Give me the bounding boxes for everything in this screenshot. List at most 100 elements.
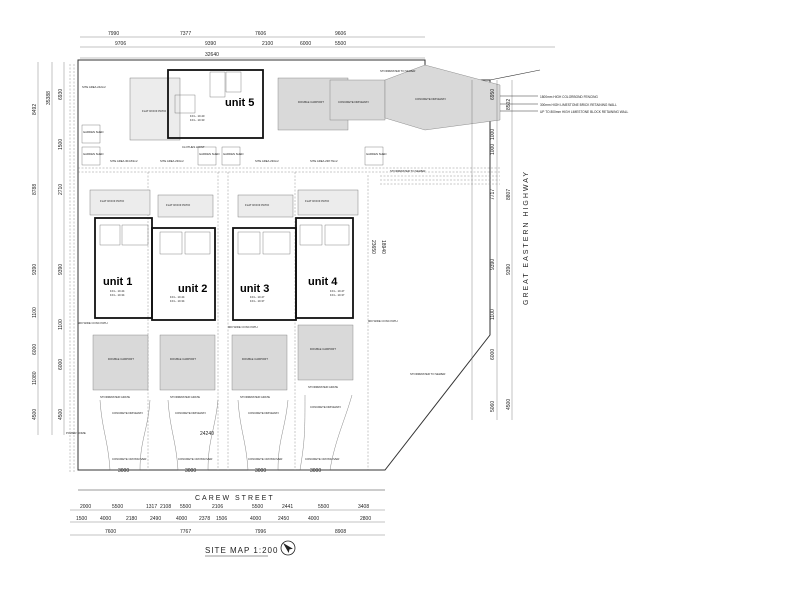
dim-b1-7: 5500 [252, 504, 263, 510]
north-arrow-icon [280, 540, 296, 556]
dim-left-2: 8788 [32, 184, 38, 195]
legend-3: UP TO 800mm HIGH LIMESTONE BLOCK RETAINI… [540, 110, 629, 114]
shed-1-label: GARDEN SHED [83, 130, 104, 134]
dim-top2-2: 9390 [205, 41, 216, 47]
dim-b3-1: 7600 [105, 529, 116, 535]
dim-b2-7: 1506 [216, 516, 227, 522]
site-area-4: SITE AREA 238.76m2 [310, 159, 338, 163]
dim-left-7: 4500 [32, 409, 38, 420]
dim-b3-3: 7996 [255, 529, 266, 535]
carports: DOUBLE CARPORT DOUBLE CARPORT DOUBLE CAR… [92, 324, 354, 391]
u5-driveway-label: CONCRETE DRIVEWAY [338, 100, 369, 104]
lot-dividers [78, 167, 500, 470]
u3-patio-label: FLAT ROOF PATIO [245, 203, 270, 207]
dw-3: CONCRETE DRIVEWAY [248, 411, 279, 415]
dim-b2-8: 4000 [250, 516, 261, 522]
dim-left-3: 9390 [32, 264, 38, 275]
dim-right-5: 9390 [490, 259, 496, 270]
legend: 1800mm HIGH COLORBOND FENCING 300mm HIGH… [500, 95, 629, 114]
unit5-ffl2: F.F.L. 10.33 [190, 118, 205, 122]
highway-name: GREAT EASTERN HIGHWAY [523, 170, 530, 305]
unit2-label: unit 2 [178, 283, 207, 295]
left-dimensions: 8492 8788 9390 1100 6000 11080 4500 3538… [32, 62, 65, 435]
shed-2-label: GARDEN SHED [83, 152, 104, 156]
xo-dim-1: 3000 [118, 468, 129, 474]
driveways: CONCRETE DRIVEWAY CONCRETE CROSSOVER CON… [66, 394, 353, 474]
dim-b2-11: 2800 [360, 516, 371, 522]
grate-4: STORMWATER GRATE [308, 385, 338, 389]
bottom-dimensions: 2000 5500 1317 2108 5500 2106 5500 2441 … [70, 504, 385, 536]
path-label-1: 900 WIDE CONC PATH [78, 321, 108, 325]
path-label-2: 900 WIDE CONC PATH [228, 325, 258, 329]
unit4-label: unit 4 [308, 276, 338, 288]
xo-dim-3: 3000 [255, 468, 266, 474]
dim-b2-5: 4000 [176, 516, 187, 522]
unit4-ffl2: F.F.L. 10.37 [330, 293, 345, 297]
unit1-ffl: F.F.L. 10.44 [110, 289, 125, 293]
dim-mid-2: 18940 [380, 240, 386, 254]
dim-right-6: 1100 [490, 309, 496, 320]
dw-4: CONCRETE DRIVEWAY [310, 405, 341, 409]
dim-top-2: 7377 [180, 31, 191, 37]
site-area-2: SITE AREA 230m2 [160, 159, 184, 163]
dim-top2-1: 9706 [115, 41, 126, 47]
path-label-3: 900 WIDE CONC PATH [368, 319, 398, 323]
dim-top2-4: 6000 [300, 41, 311, 47]
dim-right-1: 6950 [490, 89, 496, 100]
units-row: FLAT ROOF PATIO FLAT ROOF PATIO FLAT ROO… [78, 189, 398, 329]
site-area-1: SITE AREA 304.83m2 [110, 159, 138, 163]
unit5-zone: FLAT ROOF PATIO unit 5 F.F.L. 10.40 F.F.… [82, 64, 501, 141]
shed-4-label: GARDEN SHED [223, 152, 244, 156]
dim-left-in-3: 2710 [58, 184, 64, 195]
unit5-ffl: F.F.L. 10.40 [190, 114, 205, 118]
dim-left-5: 6000 [32, 344, 38, 355]
garden-sheds: GARDEN SHED GARDEN SHED GARDEN SHED GARD… [81, 124, 387, 166]
dim-left-6: 11080 [32, 371, 38, 385]
shed-3-label: GARDEN SHED [199, 152, 220, 156]
unit5-label: unit 5 [225, 97, 254, 109]
sw-sewer-2: STORMWATER TO SEWER [390, 169, 425, 173]
grate-2: STORMWATER GRATE [170, 395, 200, 399]
dim-b2-6: 2378 [199, 516, 210, 522]
right-dimensions: 6950 1000 1000 7717 9390 1100 6000 5060 … [380, 80, 530, 420]
dim-b2-1: 1500 [76, 516, 87, 522]
clothes-hoist-label: CLOTHES HOIST [182, 145, 205, 149]
dim-right-8: 5060 [490, 401, 496, 412]
dim-top2-5: 5500 [335, 41, 346, 47]
dim-right2-4: 4500 [506, 399, 512, 410]
unit1-label: unit 1 [103, 276, 132, 288]
u5-driveway-label-2: CONCRETE DRIVEWAY [415, 97, 446, 101]
dim-right2-3: 9390 [506, 264, 512, 275]
dim-b1-3: 1317 [146, 504, 157, 510]
legend-2: 300mm HIGH LIMESTONE BRICK RETAINING WAL… [540, 103, 617, 107]
dim-b2-9: 2450 [278, 516, 289, 522]
dim-b2-4: 2490 [150, 516, 161, 522]
xo-3: CONCRETE CROSSOVER [248, 457, 282, 461]
u2-carport-label: DOUBLE CARPORT [170, 357, 196, 361]
dim-right-2: 1000 [490, 129, 496, 140]
dim-left-total: 35388 [46, 91, 52, 105]
dim-b1-8: 2441 [282, 504, 293, 510]
u4-patio-label: FLAT ROOF PATIO [305, 199, 330, 203]
dim-top-total: 32640 [205, 52, 219, 58]
dim-b2-3: 2180 [126, 516, 137, 522]
dim-right-4: 7717 [490, 189, 496, 200]
unit3-ffl: F.F.L. 10.47 [250, 295, 265, 299]
dim-left-in-7: 4500 [58, 409, 64, 420]
dim-b3-4: 8908 [335, 529, 346, 535]
dim-bottom-total: 24240 [200, 431, 214, 437]
dim-top-1: 7990 [108, 31, 119, 37]
xo-dim-2: 3000 [185, 468, 196, 474]
grate-1: STORMWATER GRATE [100, 395, 130, 399]
unit2-ffl: F.F.L. 10.44 [170, 295, 185, 299]
grate-3: STORMWATER GRATE [240, 395, 270, 399]
dim-left-in-2: 1500 [58, 139, 64, 150]
highway-boundary [489, 69, 541, 81]
dim-left-in-5: 1100 [58, 319, 64, 330]
xo-1: CONCRETE CROSSOVER [112, 457, 146, 461]
dim-b2-10: 4000 [308, 516, 319, 522]
xo-4: CONCRETE CROSSOVER [305, 457, 339, 461]
unit3-ffl2: F.F.L. 10.37 [250, 299, 265, 303]
dim-right-7: 6000 [490, 349, 496, 360]
